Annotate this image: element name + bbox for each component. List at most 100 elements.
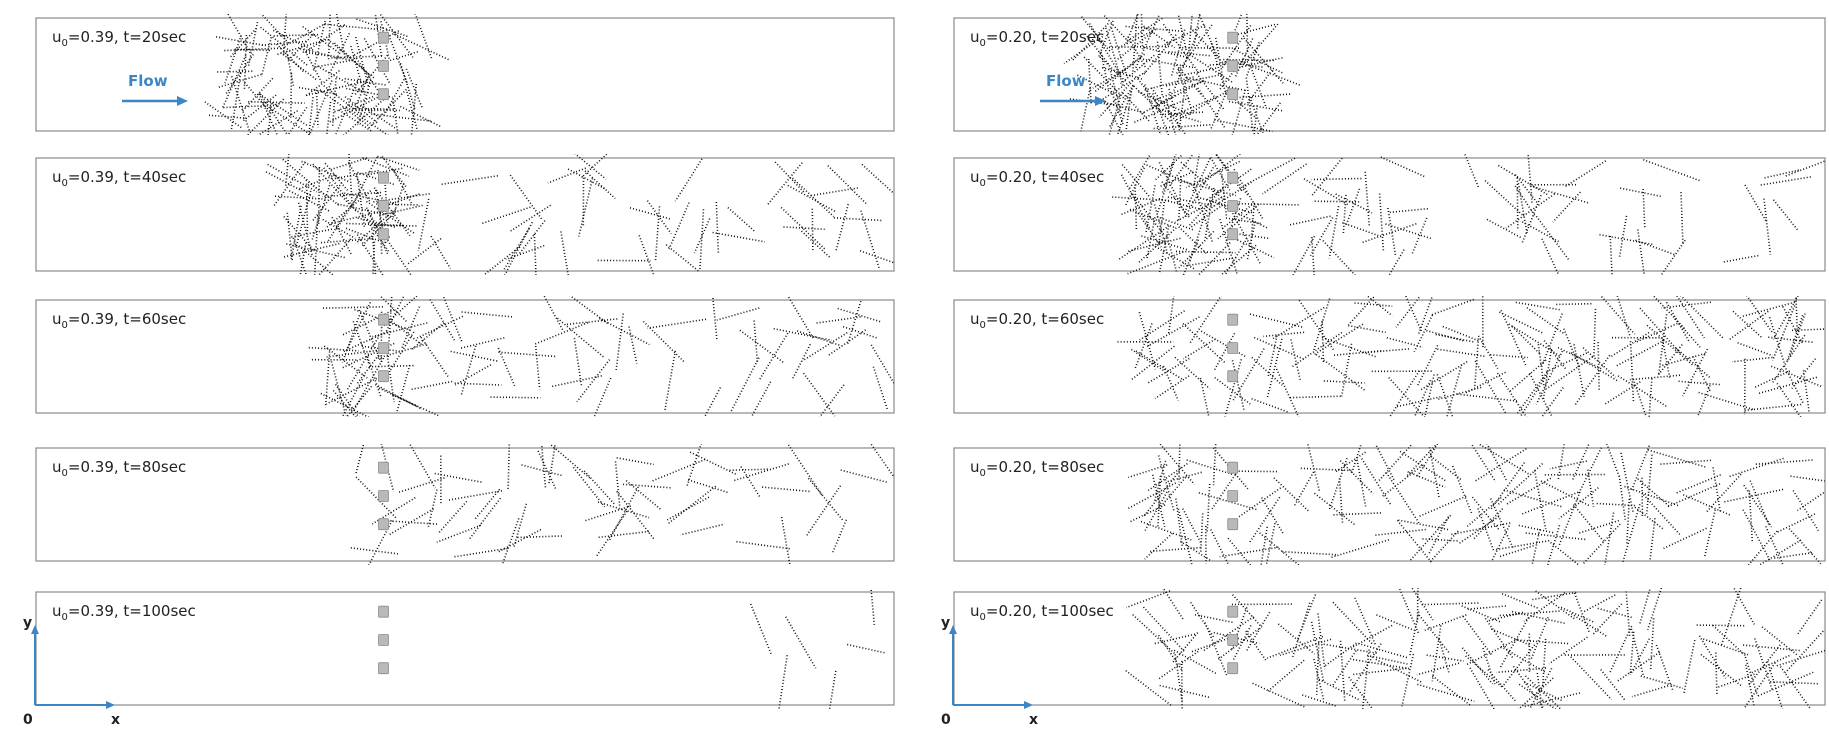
fiber — [378, 387, 417, 407]
fiber — [1521, 221, 1561, 244]
fiber — [1558, 487, 1599, 520]
fiber — [1120, 54, 1155, 85]
fiber — [311, 182, 343, 222]
fiber — [1162, 365, 1180, 401]
fiber — [274, 195, 326, 200]
fiber — [317, 238, 352, 275]
panel-params: =0.20, t=40sec — [986, 168, 1104, 186]
fiber — [1503, 489, 1563, 508]
fiber — [1417, 683, 1475, 703]
obstacle-square — [378, 60, 389, 72]
fiber — [1127, 251, 1184, 275]
fiber — [1431, 675, 1472, 707]
fiber — [521, 464, 563, 477]
fiber — [1255, 102, 1281, 135]
fiber — [1188, 206, 1208, 263]
fiber — [651, 458, 706, 482]
fiber — [703, 387, 722, 417]
fiber — [335, 191, 362, 230]
fiber — [1288, 395, 1341, 399]
velocity-subscript: 0 — [62, 38, 68, 49]
obstacle-square — [1227, 60, 1239, 72]
fiber — [1352, 658, 1411, 670]
fiber — [323, 85, 365, 118]
fiber — [1178, 230, 1215, 269]
fiber — [1145, 316, 1200, 348]
fiber — [1410, 217, 1428, 256]
fiber — [1134, 15, 1160, 70]
fiber — [332, 389, 357, 417]
fiber — [1290, 339, 1302, 381]
fiber — [1098, 20, 1114, 57]
fiber — [1428, 516, 1450, 555]
fiber — [1465, 655, 1504, 689]
fiber — [1188, 186, 1224, 227]
fiber — [1462, 615, 1493, 657]
fiber — [1180, 161, 1226, 202]
fiber — [416, 315, 464, 339]
fiber — [1309, 217, 1334, 257]
obstacle-square — [378, 171, 389, 184]
fiber — [1162, 23, 1200, 74]
fiber — [438, 500, 468, 534]
fiber — [580, 154, 609, 179]
fiber — [1659, 459, 1711, 465]
fiber — [1417, 495, 1467, 518]
fiber — [518, 220, 546, 255]
fiber — [1197, 87, 1226, 129]
fiber — [503, 221, 534, 275]
fiber-group — [265, 154, 894, 275]
fiber — [1211, 474, 1236, 510]
fiber — [1395, 296, 1422, 328]
fiber — [1706, 473, 1742, 513]
fiber — [1746, 644, 1781, 687]
fiber — [1342, 194, 1347, 234]
fiber — [1322, 240, 1357, 275]
fiber — [847, 300, 862, 344]
fiber — [1596, 502, 1637, 507]
fiber — [1231, 89, 1247, 135]
x-axis-arrow-icon — [1024, 701, 1033, 709]
fiber — [1772, 199, 1799, 231]
fiber — [326, 377, 377, 405]
fiber — [1318, 678, 1359, 701]
fiber — [335, 14, 347, 60]
fiber — [1744, 656, 1759, 696]
fiber — [512, 503, 528, 548]
fiber — [1665, 483, 1721, 509]
fiber — [1524, 692, 1581, 708]
fiber — [1168, 50, 1212, 57]
fiber — [1219, 546, 1279, 558]
fiber — [1540, 313, 1563, 368]
fiber — [1140, 14, 1144, 50]
panel-params: =0.20, t=60sec — [986, 310, 1104, 328]
fiber — [1144, 84, 1162, 135]
fiber — [230, 72, 242, 131]
fiber — [230, 76, 251, 133]
fiber — [295, 190, 312, 248]
fiber — [1520, 195, 1542, 245]
fiber — [317, 65, 365, 93]
fiber — [534, 321, 589, 346]
fiber — [315, 89, 319, 128]
fiber — [1712, 624, 1746, 656]
fiber — [1314, 200, 1361, 203]
fiber — [1178, 179, 1237, 197]
fiber — [1486, 444, 1508, 482]
fiber — [1199, 513, 1204, 554]
fiber — [1084, 33, 1111, 67]
channel-frame — [35, 17, 895, 132]
fiber — [241, 77, 274, 113]
fiber — [543, 296, 564, 331]
velocity-symbol: u — [52, 310, 62, 328]
fiber — [1108, 84, 1134, 128]
fiber — [1378, 193, 1385, 253]
fiber — [405, 68, 424, 109]
fiber — [380, 21, 391, 61]
simulation-panel: u0=0.39, t=40sec — [35, 154, 895, 275]
fiber — [1214, 37, 1225, 83]
fiber — [1252, 682, 1306, 708]
simulation-panel: u0=0.20, t=80sec — [953, 444, 1826, 565]
fiber — [1250, 202, 1256, 244]
